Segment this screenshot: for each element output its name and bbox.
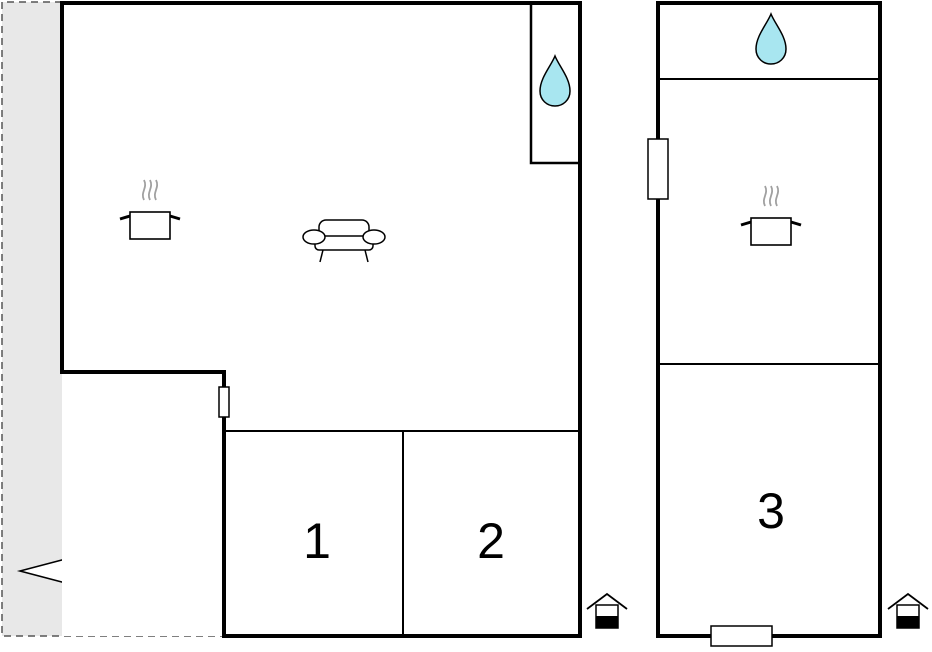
room-label-2: 2 [477, 513, 505, 569]
building-right-walls [656, 1, 882, 638]
door-right-side [647, 138, 669, 200]
building-left [60, 1, 582, 638]
door-right-bottom [710, 625, 773, 647]
water-drop-icon [755, 11, 787, 65]
bathroom-niche [529, 3, 580, 165]
sofa-icon [302, 219, 386, 263]
house-entrance-icon [586, 592, 628, 629]
room-label-3: 3 [757, 483, 785, 539]
building-right [647, 1, 882, 647]
cooking-pot-icon [119, 179, 181, 240]
house-entrance-icon [887, 592, 929, 629]
cooking-pot-icon [740, 185, 802, 246]
building-left-walls [60, 1, 582, 638]
water-drop-icon [539, 53, 571, 107]
room-label-1: 1 [303, 513, 331, 569]
door-left [218, 386, 230, 418]
